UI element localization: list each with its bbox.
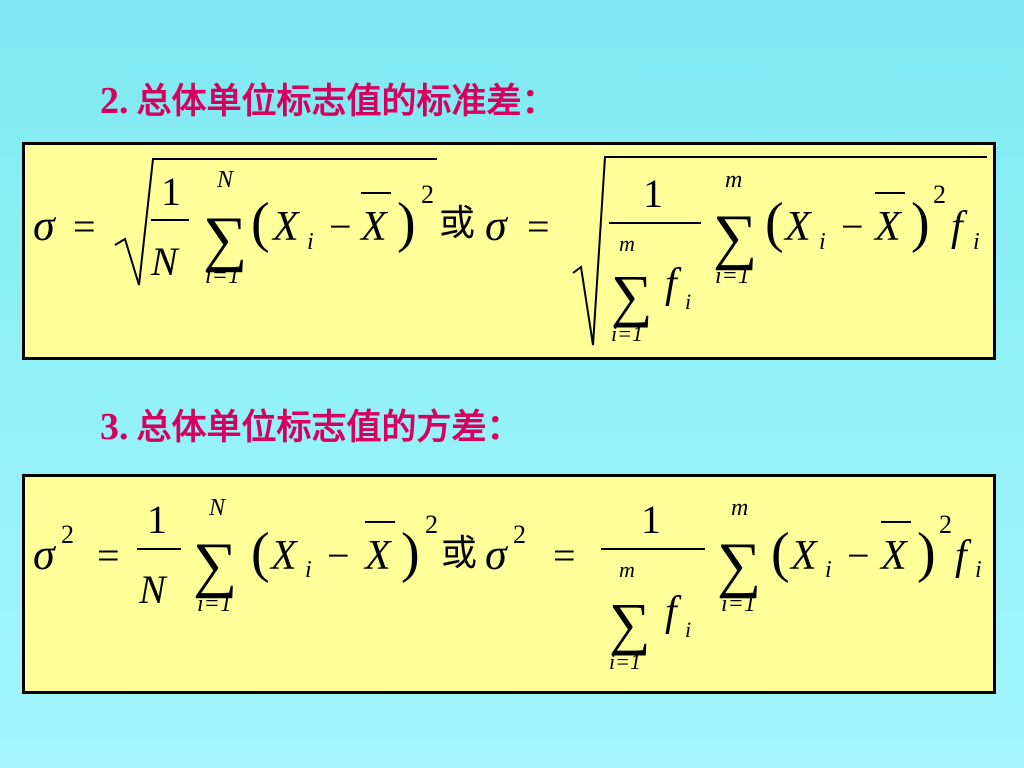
variable-f: f [665,261,682,307]
exponent-2: 2 [933,180,946,209]
left-parenthesis: ( [251,522,270,584]
sum-lower-limit: i=1 [721,591,756,617]
heading-number: 2. [100,80,129,122]
right-parenthesis: ) [397,192,416,254]
subscript-i: i [307,229,314,255]
summation-sign: ∑ [717,531,761,599]
equals-sign: = [527,204,550,249]
sigma-symbol: σ [33,530,57,579]
fraction-numerator: 1 [161,169,181,214]
sum-upper-limit: m [731,495,748,521]
variable-x: X [269,533,299,579]
equals-sign: = [73,204,96,249]
sigma-symbol: σ [33,201,57,250]
mean-x: X [873,204,903,250]
left-parenthesis: ( [251,192,270,254]
mean-x: X [359,204,389,250]
summation-sign: ∑ [609,591,650,656]
mean-x: X [879,533,909,579]
subscript-i: i [819,229,826,255]
or-word: 或 [439,203,475,244]
right-parenthesis: ) [911,192,930,254]
summation-sign: ∑ [611,263,652,328]
subscript-i: i [975,557,982,583]
variable-x: X [271,204,301,250]
radical-sign [572,156,987,346]
right-parenthesis: ) [401,522,420,584]
variable-f: f [951,204,968,250]
exponent-2: 2 [513,520,526,549]
subscript-i: i [973,229,980,255]
minus-sign: − [327,533,350,578]
left-parenthesis: ( [771,522,790,584]
heading-text: 总体单位标志值的方差： [136,408,522,448]
std-dev-formula-box: σ = 1 N N ∑ i=1 ( X i − X ) 2 或 σ = 1 m … [22,142,996,360]
sigma-symbol: σ [485,201,509,250]
fraction-numerator: 1 [147,497,167,542]
exponent-2: 2 [61,520,74,549]
fraction-numerator: 1 [641,497,661,542]
equals-sign: = [97,533,120,578]
radical-sign [114,158,437,286]
exponent-2: 2 [939,510,952,539]
summation-sign: ∑ [203,205,247,273]
summation-sign: ∑ [193,531,237,599]
minus-sign: − [841,204,864,249]
subscript-i: i [305,557,312,583]
variable-x: X [789,533,819,579]
sum-lower-limit: i=1 [715,263,750,289]
fraction-denominator: N [138,567,168,612]
heading-number: 3. [100,406,129,448]
sum-lower-limit: i=1 [609,649,641,674]
exponent-2: 2 [425,510,438,539]
subscript-i: i [825,557,832,583]
sum-lower-limit: i=1 [205,263,240,289]
fraction-numerator: 1 [643,171,663,216]
left-parenthesis: ( [765,192,784,254]
std-dev-formula: σ = 1 N N ∑ i=1 ( X i − X ) 2 或 σ = 1 m … [33,156,987,346]
section-heading-std-dev: 2.总体单位标志值的标准差： [100,82,557,120]
summation-sign: ∑ [713,203,757,271]
sum-upper-limit: m [619,557,635,582]
variance-formula-box: σ 2 = 1 N N ∑ i=1 ( X i − X ) 2 或 σ 2 = … [22,474,996,694]
subscript-i: i [685,289,691,314]
sum-upper-limit: N [216,167,235,193]
variance-formula: σ 2 = 1 N N ∑ i=1 ( X i − X ) 2 或 σ 2 = … [33,495,982,674]
or-word: 或 [441,533,477,574]
sum-lower-limit: i=1 [197,591,232,617]
heading-text: 总体单位标志值的标准差： [136,82,557,122]
variable-f: f [955,533,972,579]
mean-x: X [363,533,393,579]
variable-f: f [665,589,682,635]
variable-x: X [783,204,813,250]
sum-lower-limit: i=1 [611,321,643,346]
minus-sign: − [847,533,870,578]
fraction-denominator: N [150,239,180,284]
equals-sign: = [553,533,576,578]
section-heading-variance: 3.总体单位标志值的方差： [100,408,522,446]
sum-upper-limit: m [619,231,635,256]
minus-sign: − [329,204,352,249]
right-parenthesis: ) [917,522,936,584]
sum-upper-limit: N [208,495,227,521]
subscript-i: i [685,617,691,642]
sigma-symbol: σ [485,530,509,579]
exponent-2: 2 [421,180,434,209]
sum-upper-limit: m [725,167,742,193]
